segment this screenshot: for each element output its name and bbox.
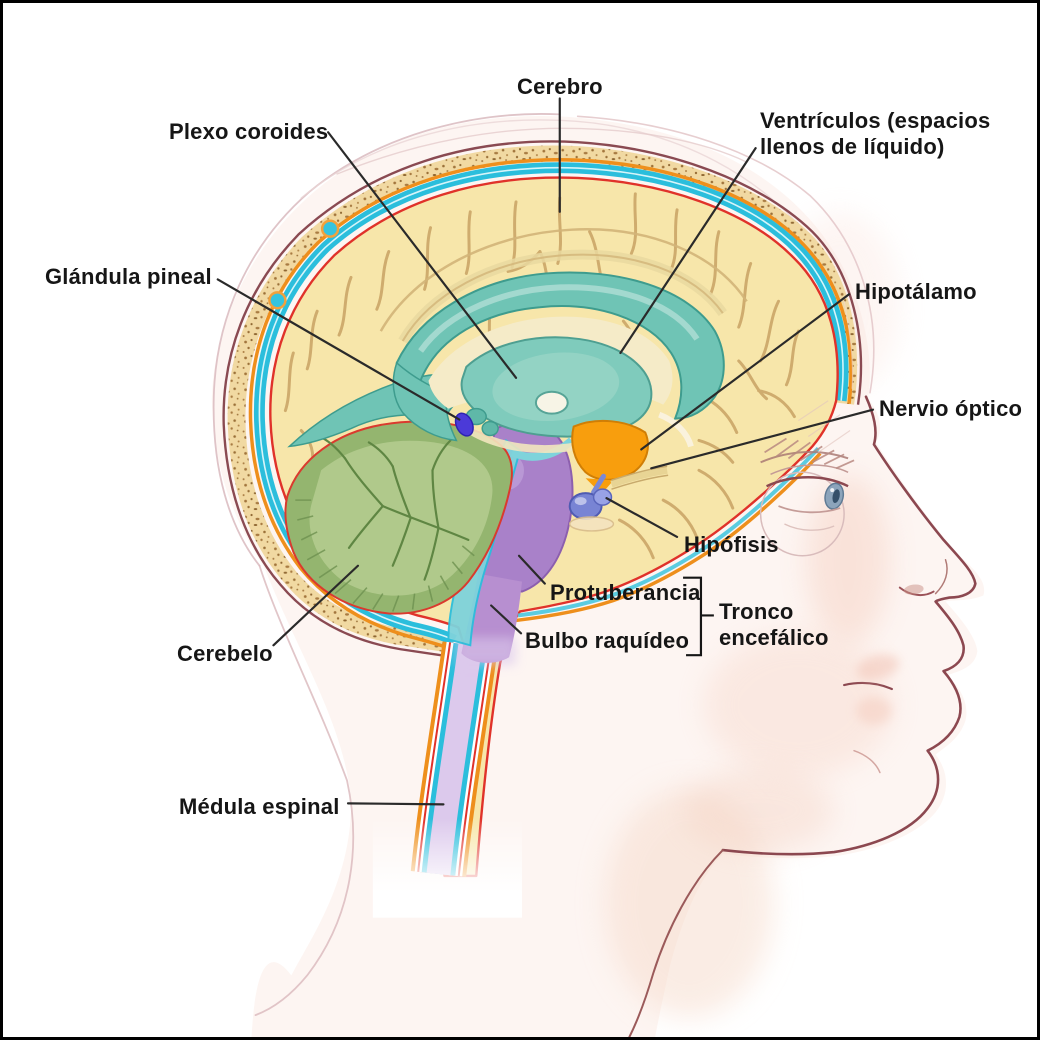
granulation-bump: [268, 291, 287, 310]
label-hipofisis: Hipófisis: [684, 532, 779, 557]
leader-lines: [216, 97, 875, 806]
hipotalamo-leader-line: [640, 293, 851, 451]
forehead-hatching: [798, 301, 854, 453]
choroid-plexus: [481, 420, 499, 437]
plexo-coroides-leader-line: [327, 131, 518, 379]
tronco-encefalico-bracket: [683, 576, 714, 657]
glandula-pineal-leader-line: [216, 278, 461, 421]
upper-eyelid: [766, 476, 849, 488]
nervio-optico-leader-line: [650, 408, 875, 470]
label-protuberancia: Protuberancia: [550, 580, 701, 605]
optic-nerve: [610, 465, 669, 490]
cerebelo-leader-line: [272, 564, 360, 647]
cerebellum: [284, 420, 513, 615]
protuberancia-leader-line: [517, 554, 546, 585]
label-plexo-coroides: Plexo coroides: [169, 119, 329, 144]
pituitary-gland: [568, 473, 613, 520]
pupil: [832, 489, 840, 503]
sella-bone: [568, 516, 615, 532]
label-tronco-line2: encefálico: [719, 625, 829, 650]
label-hipotalamo: Hipotálamo: [855, 279, 977, 304]
medula-espinal-leader-line: [346, 802, 445, 806]
interthalamic-adhesion: [534, 390, 569, 415]
label-ventriculos: Ventrículos (espacios llenos de líquido): [760, 108, 990, 160]
bulbo-raquideo-leader-line: [490, 604, 523, 635]
cingulate-gyri: [379, 228, 748, 344]
lower-eyelid: [778, 505, 841, 514]
label-cerebro: Cerebro: [517, 74, 603, 99]
eyebrow: [760, 437, 855, 470]
label-glandula-pineal: Glándula pineal: [45, 264, 212, 289]
label-tronco-encefalico: Tronco encefálico: [719, 599, 829, 651]
eyeball-outline: [759, 471, 845, 557]
label-ventriculos-line2: llenos de líquido): [760, 134, 945, 159]
granulation-bump: [320, 219, 340, 238]
lips-shading: [856, 584, 924, 725]
cord-fade: [372, 818, 522, 918]
label-medula-espinal: Médula espinal: [179, 794, 340, 819]
label-nervio-optico: Nervio óptico: [879, 396, 1023, 421]
face-outline: [628, 395, 977, 1037]
hipofisis-leader-line: [605, 497, 679, 538]
label-bulbo-raquideo: Bulbo raquídeo: [525, 628, 690, 653]
label-tronco-line1: Tronco: [719, 599, 794, 624]
ventricles: [392, 271, 725, 461]
arbor-vitae: [318, 435, 470, 581]
skull-bone: [222, 140, 863, 658]
label-ventriculos-line1: Ventrículos (espacios: [760, 108, 991, 133]
skull-base-lines: [515, 447, 822, 623]
eye: [759, 464, 849, 557]
ventriculos-leader-line: [619, 147, 757, 355]
label-cerebelo: Cerebelo: [177, 641, 273, 666]
brain-sagittal-illustration: [211, 97, 985, 1037]
cerebellum-folia: [295, 499, 475, 612]
